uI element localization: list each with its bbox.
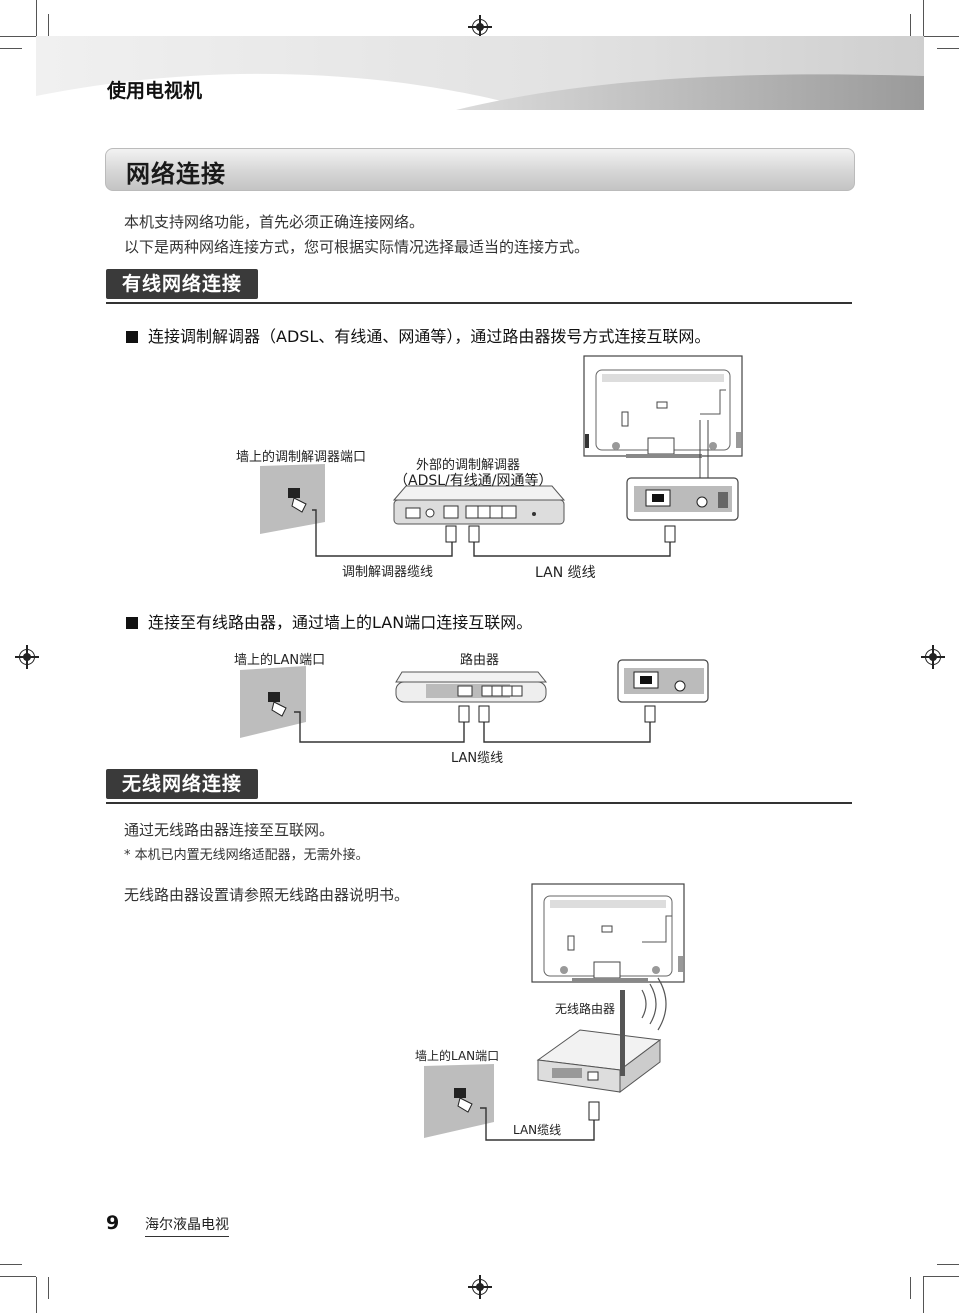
modem-label: 外部的调制解调器 [416, 458, 521, 473]
tv-lan-port-zoom-2 [617, 659, 709, 703]
crop-mark [0, 1264, 22, 1265]
wired-caption-1-text: 连接调制解调器（ADSL、有线通、网通等），通过路由器拨号方式连接互联网。 [148, 327, 711, 346]
chapter-banner [36, 36, 924, 110]
crop-mark [48, 1277, 49, 1299]
tv-back-illustration-2 [531, 883, 685, 983]
wall-modem-port-label: 墙上的调制解调器端口 [236, 450, 367, 465]
wired-heading-rule [106, 302, 852, 304]
wired-caption-2-text: 连接至有线路由器，通过墙上的LAN端口连接互联网。 [148, 613, 533, 632]
crop-mark [923, 36, 959, 37]
section-title: 网络连接 [126, 160, 226, 188]
crop-mark [910, 14, 911, 36]
intro-line-2: 以下是两种网络连接方式，您可根据实际情况选择最适当的连接方式。 [124, 238, 590, 256]
bullet-square-icon [126, 331, 138, 343]
wired-caption-2: 连接至有线路由器，通过墙上的LAN端口连接互联网。 [126, 609, 532, 633]
external-modem-illustration [392, 485, 566, 525]
crop-mark [937, 1264, 959, 1265]
chapter-title: 使用电视机 [107, 80, 203, 102]
wifi-signal-icon [641, 989, 647, 1019]
modem-cable-label: 调制解调器缆线 [342, 565, 434, 580]
wifi-signal-icon [657, 977, 667, 1031]
crop-mark [923, 0, 924, 36]
crop-mark [937, 48, 959, 49]
router-connection-diagram [240, 659, 709, 743]
crop-mark [0, 48, 22, 49]
footer-brand: 海尔液晶电视 [145, 1214, 229, 1237]
crop-mark [48, 14, 49, 36]
registration-mark [921, 645, 945, 669]
wireless-heading: 无线网络连接 [106, 769, 259, 799]
modem-connection-diagram [260, 355, 743, 557]
bullet-square-icon [126, 617, 138, 629]
router-label: 路由器 [460, 653, 500, 668]
modem-sub-label: （ADSL/有线通/网通等） [394, 473, 553, 489]
crop-mark [910, 1277, 911, 1299]
wall-modem-port-illustration [260, 464, 325, 534]
wireless-line-1: 通过无线路由器连接至互联网。 [124, 821, 335, 839]
registration-mark [468, 1275, 492, 1299]
tv-back-illustration [583, 355, 743, 458]
lan-cable-label-3: LAN缆线 [513, 1123, 562, 1137]
crop-mark [0, 1276, 36, 1277]
crop-mark [36, 1277, 37, 1313]
wireless-connection-diagram [424, 883, 685, 1141]
wireless-note: * 本机已内置无线网络适配器，无需外接。 [124, 848, 369, 863]
wifi-signal-icon [649, 983, 657, 1025]
router-illustration [395, 671, 548, 703]
lan-cable-label-2: LAN缆线 [451, 751, 504, 766]
tv-lan-port-zoom [626, 477, 739, 521]
wireless-heading-rule [106, 802, 852, 804]
wall-lan-port-illustration [240, 666, 306, 738]
registration-mark [468, 15, 492, 39]
wireless-line-2: 无线路由器设置请参照无线路由器说明书。 [124, 886, 410, 904]
registration-mark [15, 645, 39, 669]
section-title-bar [105, 148, 855, 191]
crop-mark [923, 1276, 959, 1277]
wall-lan-port-label-1: 墙上的LAN端口 [234, 653, 326, 668]
wired-heading: 有线网络连接 [106, 269, 259, 299]
wall-lan-port-illustration-2 [424, 1064, 494, 1138]
wireless-router-label: 无线路由器 [555, 1002, 616, 1016]
page-number: 9 [106, 1212, 120, 1234]
crop-mark [36, 0, 37, 36]
crop-mark [0, 36, 36, 37]
wired-caption-1: 连接调制解调器（ADSL、有线通、网通等），通过路由器拨号方式连接互联网。 [126, 323, 710, 347]
wall-lan-port-label-2: 墙上的LAN端口 [415, 1049, 500, 1063]
lan-cable-label-1: LAN 缆线 [535, 565, 596, 581]
crop-mark [923, 1277, 924, 1313]
intro-line-1: 本机支持网络功能，首先必须正确连接网络。 [124, 213, 425, 231]
wireless-router-illustration [536, 990, 662, 1093]
